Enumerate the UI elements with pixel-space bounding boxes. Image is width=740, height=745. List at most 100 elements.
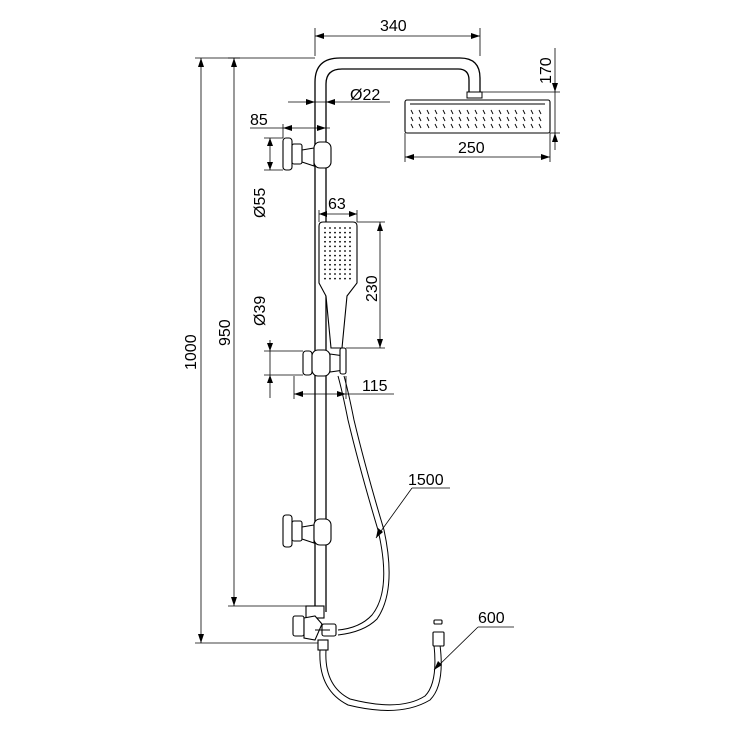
hand-nozzle (344, 277, 346, 280)
hand-nozzle (344, 263, 346, 266)
dimension-label-1000: 1000 (183, 334, 200, 370)
hand-nozzle (329, 268, 331, 271)
rain-nozzle (522, 123, 526, 129)
hand-nozzle (344, 268, 346, 271)
dimension-label-85: 85 (250, 112, 268, 129)
rain-nozzle (426, 109, 430, 115)
rain-nozzle (466, 109, 470, 115)
dimension-bracket-diameter: Ø55 (252, 137, 283, 218)
shower-hose (337, 375, 390, 636)
hand-nozzle (339, 263, 341, 266)
hand-nozzle (344, 245, 346, 248)
hand-nozzle (324, 245, 326, 248)
hand-nozzle (339, 236, 341, 239)
rain-nozzle (450, 123, 454, 129)
dimension-head-width: 250 (404, 133, 551, 162)
hand-nozzle (344, 240, 346, 243)
rain-nozzle (458, 109, 462, 115)
hand-nozzle (329, 263, 331, 266)
rain-nozzle (498, 109, 502, 115)
dimension-label-340: 340 (380, 18, 407, 35)
hand-nozzle (339, 240, 341, 243)
hand-nozzle (344, 273, 346, 275)
hand-nozzle (329, 250, 331, 252)
dimension-label-63: 63 (328, 196, 346, 213)
upper-wall-bracket (282, 137, 332, 171)
hand-nozzle (339, 259, 341, 262)
hand-nozzle (329, 227, 331, 229)
rain-nozzle (482, 109, 486, 115)
hand-nozzle (334, 263, 336, 266)
rain-nozzle (506, 123, 510, 129)
dimension-label-o22: Ø22 (350, 87, 380, 104)
hand-nozzle (329, 254, 331, 257)
hand-nozzle (324, 273, 326, 275)
hand-nozzle (324, 236, 326, 239)
hand-nozzle (344, 254, 346, 257)
hand-nozzle (324, 263, 326, 266)
rain-nozzle (434, 123, 438, 129)
rain-nozzle (426, 123, 430, 129)
rain-nozzle (474, 109, 478, 115)
rain-nozzle (522, 109, 526, 115)
hand-nozzle (349, 273, 351, 275)
rain-nozzle (410, 123, 414, 129)
rain-nozzle (490, 109, 494, 115)
hand-nozzle (334, 268, 336, 271)
rain-nozzle (530, 116, 534, 122)
dimension-hose-length: 1500 (375, 472, 450, 539)
hand-nozzle (344, 236, 346, 239)
rain-nozzle (458, 116, 462, 122)
rain-nozzle (418, 116, 422, 122)
hand-nozzle (324, 227, 326, 229)
hand-nozzle (339, 227, 341, 229)
hand-nozzle (339, 250, 341, 252)
hand-nozzle (349, 240, 351, 243)
hand-nozzle (344, 259, 346, 262)
hand-nozzle (324, 231, 326, 234)
hand-nozzle (349, 268, 351, 271)
hand-nozzle (349, 263, 351, 266)
dimension-bar-height: 950 (217, 57, 306, 607)
hand-nozzle (339, 277, 341, 280)
rain-nozzle (482, 123, 486, 129)
rain-nozzle (434, 109, 438, 115)
dimension-wall-offset: 85 (250, 112, 330, 138)
hand-nozzle (324, 259, 326, 262)
rain-nozzle (490, 116, 494, 122)
sliding-holder (302, 347, 347, 377)
rain-nozzle (538, 116, 542, 122)
hand-nozzle (329, 259, 331, 262)
hand-nozzle (349, 254, 351, 257)
diverter-valve (292, 605, 337, 651)
rain-nozzle (530, 109, 534, 115)
hand-shower (318, 221, 358, 349)
rain-nozzle (538, 109, 542, 115)
rain-nozzle (522, 116, 526, 122)
inlet-hose (319, 619, 445, 711)
rain-nozzle (458, 123, 462, 129)
dimension-label-250: 250 (458, 140, 485, 157)
rain-nozzle (506, 109, 510, 115)
hand-nozzle (334, 273, 336, 275)
hand-nozzle (329, 231, 331, 234)
hand-nozzle (334, 259, 336, 262)
dimension-label-o55: Ø55 (252, 188, 269, 218)
hand-nozzle (344, 250, 346, 252)
hand-nozzle (349, 227, 351, 229)
hand-nozzle (344, 227, 346, 229)
hand-nozzle (334, 245, 336, 248)
rain-nozzle (442, 123, 446, 129)
rain-nozzle (466, 123, 470, 129)
hand-nozzle (334, 250, 336, 252)
hand-nozzle (349, 259, 351, 262)
hand-nozzle (339, 231, 341, 234)
dimension-total-height: 1000 (183, 57, 318, 644)
rain-nozzle (506, 116, 510, 122)
hand-nozzle (324, 240, 326, 243)
hand-nozzle (349, 245, 351, 248)
lower-wall-bracket (282, 514, 332, 548)
rain-nozzle (530, 123, 534, 129)
hand-nozzle (339, 268, 341, 271)
